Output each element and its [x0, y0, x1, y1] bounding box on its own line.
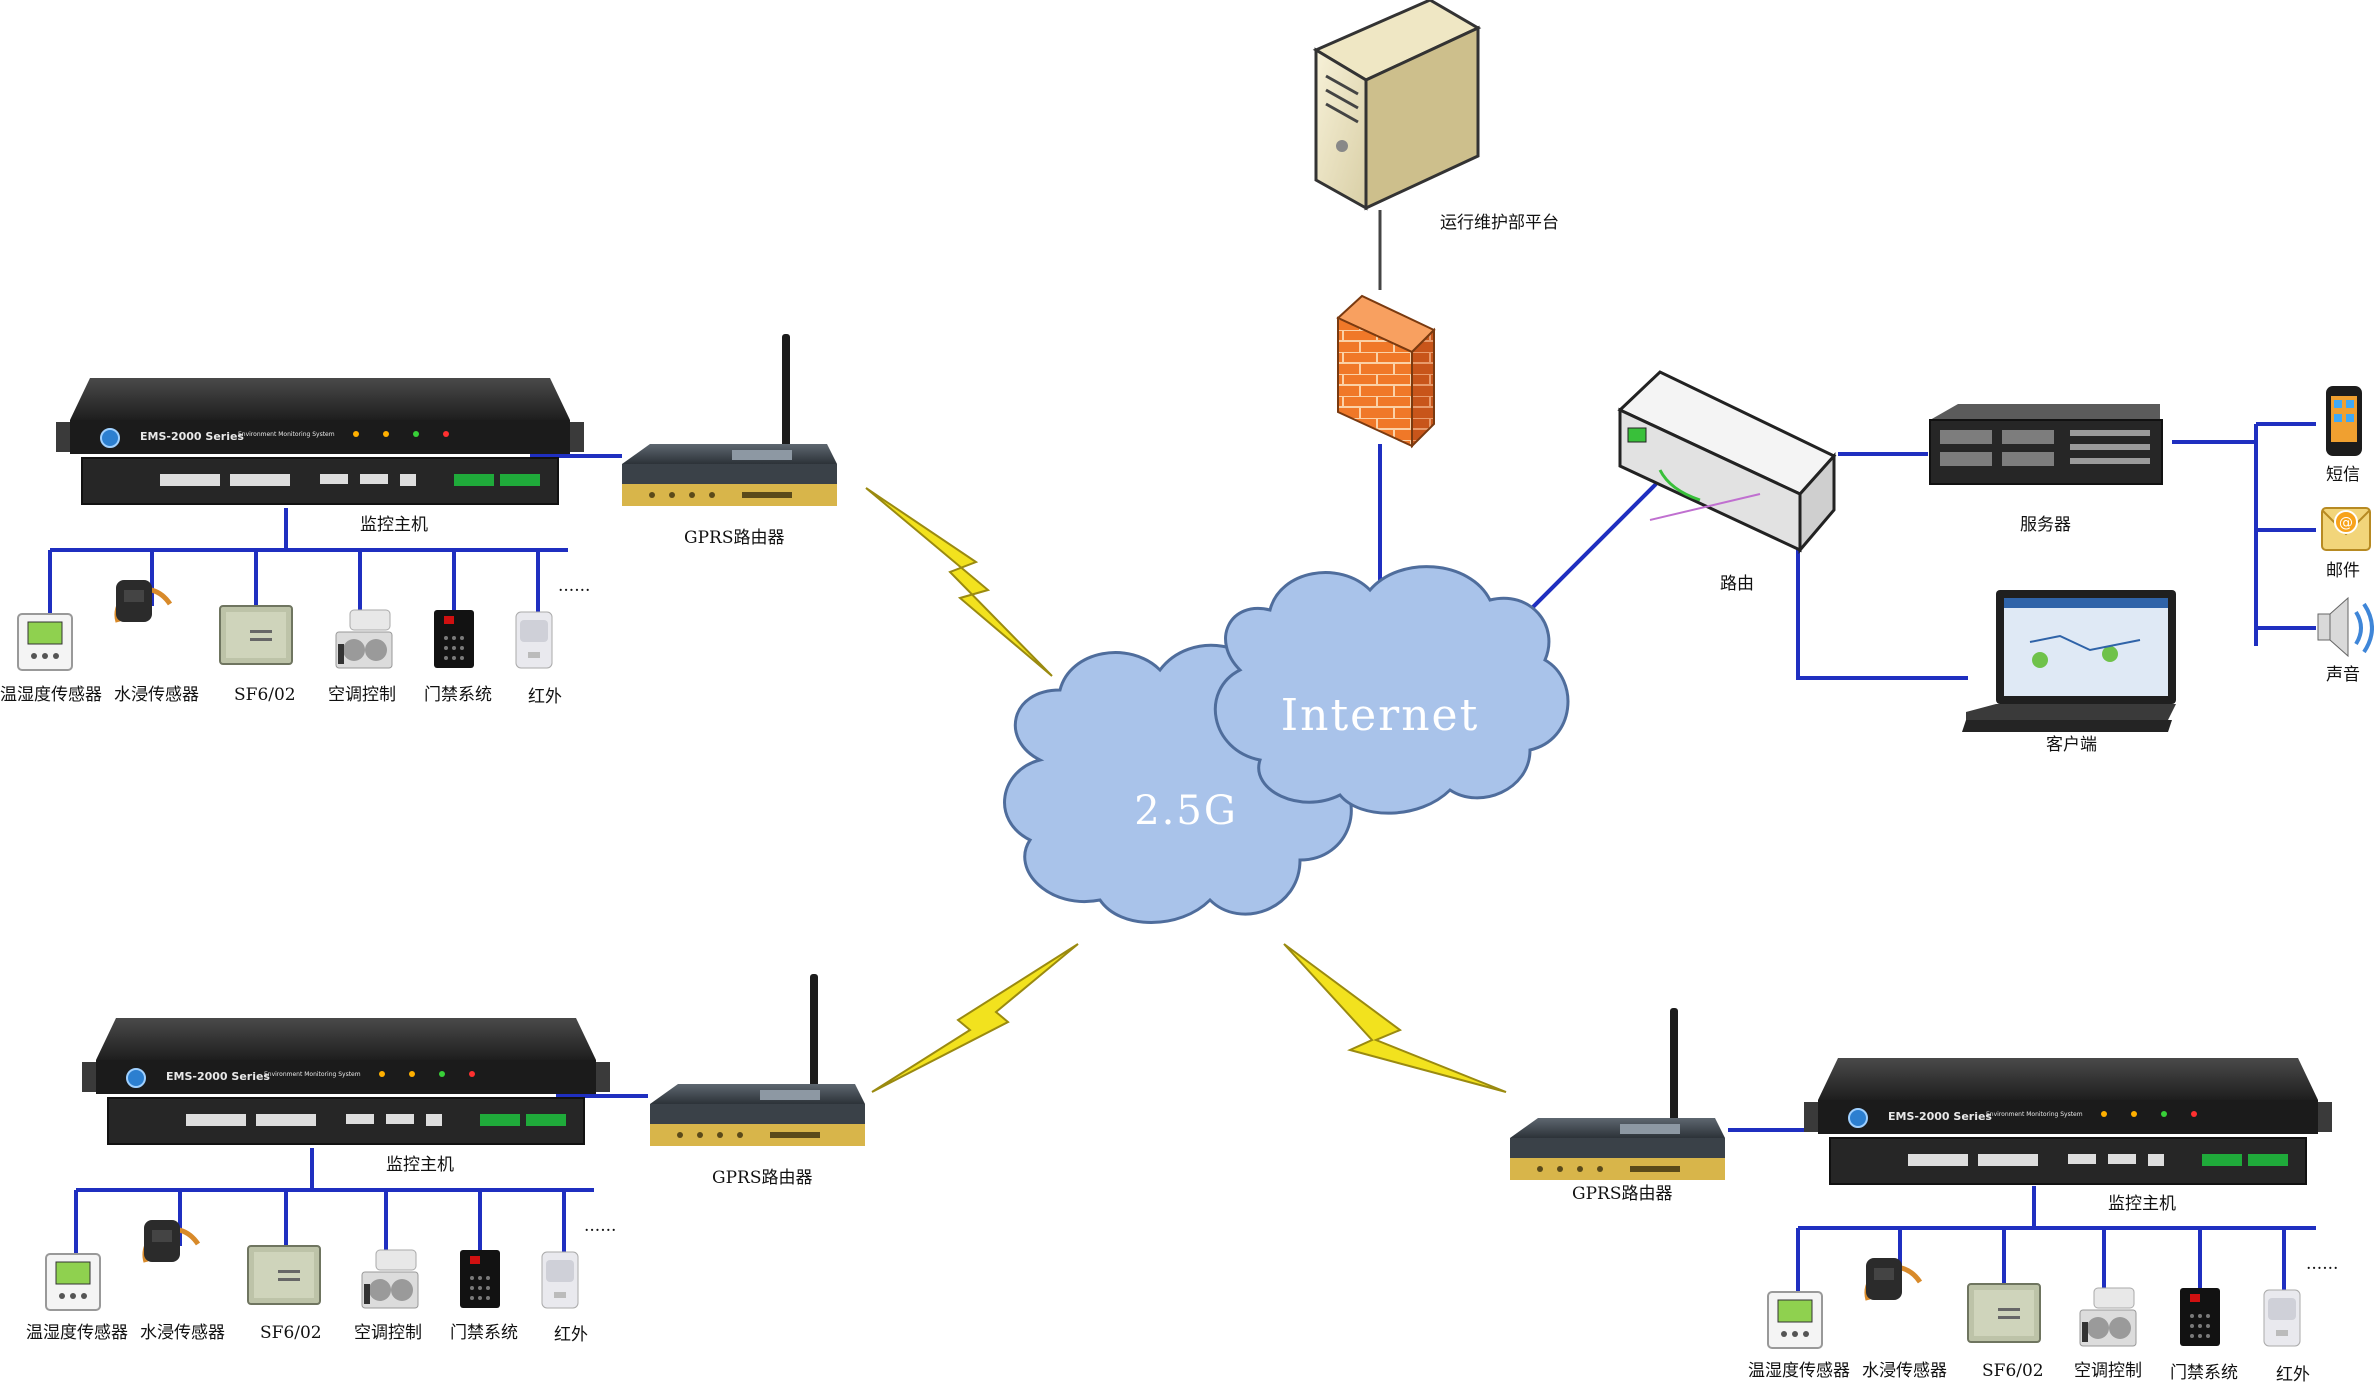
site-2-sensor-label: SF6/02 [260, 1323, 322, 1343]
site-1-water-sensor-icon [116, 580, 170, 622]
mail-icon: @ [2321, 507, 2371, 551]
site-3-host-icon: EMS-2000 Series Environment Monitoring S… [1803, 1057, 2333, 1185]
site-3-more: ...... [2306, 1254, 2338, 1274]
site-1-infrared-icon [515, 611, 553, 669]
site-1-host-label: 监控主机 [360, 515, 428, 535]
site-2-sensor-label: 红外 [554, 1325, 588, 1345]
site-2-sensor-label: 门禁系统 [450, 1323, 518, 1343]
site-3-host-label: 监控主机 [2108, 1194, 2176, 1214]
site-2-infrared-icon [541, 1251, 579, 1309]
firewall-icon [1336, 294, 1436, 449]
site-3-host-brand: EMS-2000 Series [1888, 1110, 1992, 1123]
site-3-sensor-label: 空调控制 [2074, 1361, 2142, 1381]
site-2-host-icon: EMS-2000 Series Environment Monitoring S… [81, 1017, 611, 1145]
site-2-host-sub: Environment Monitoring System [264, 1071, 361, 1078]
phone-icon [2326, 386, 2362, 456]
svg-text:@: @ [2339, 515, 2353, 531]
site-2-gprs-label: GPRS路由器 [712, 1168, 812, 1188]
cloud-internet-label: Internet [1281, 690, 1480, 741]
site-2-sensor-label: 温湿度传感器 [26, 1323, 128, 1343]
site-1-sensor-label: 空调控制 [328, 685, 396, 705]
site-2-sf6-sensor-icon [247, 1245, 321, 1305]
site-1-gprs-label: GPRS路由器 [684, 528, 784, 548]
client-label: 客户端 [2046, 735, 2097, 755]
site-3-gprs-label: GPRS路由器 [1572, 1184, 1672, 1204]
site-2-ac-control-icon [361, 1249, 419, 1309]
platform-label: 运行维护部平台 [1440, 213, 1559, 233]
laptop-client-icon [1962, 590, 2176, 732]
cloud-25g-label: 2.5G [1134, 788, 1238, 834]
site-1-sensor-label: SF6/02 [234, 685, 296, 705]
site-2-sensor-label: 空调控制 [354, 1323, 422, 1343]
site-2-host-brand: EMS-2000 Series [166, 1070, 270, 1083]
site-2-host-label: 监控主机 [386, 1155, 454, 1175]
wireless-bolt-3 [1283, 943, 1507, 1093]
cloud-internet: Internet [1213, 565, 1570, 815]
wireless-links [865, 487, 1507, 1093]
site-1-gprs-icon [622, 334, 837, 506]
site-2-more: ...... [584, 1216, 616, 1236]
site-3-host-sub: Environment Monitoring System [1986, 1111, 2083, 1118]
site-1-sf6-sensor-icon [219, 605, 293, 665]
site-2-door-access-icon [460, 1250, 500, 1308]
sound-label: 声音 [2326, 665, 2360, 685]
site-1-sensor-label: 门禁系统 [424, 685, 492, 705]
mail-label: 邮件 [2326, 561, 2360, 581]
site-1: EMS-2000 Series Environment Monitoring S… [0, 334, 837, 707]
site-2: EMS-2000 Series Environment Monitoring S… [26, 974, 865, 1345]
site-2-gprs-icon [650, 974, 865, 1146]
site-1-ac-control-icon [335, 609, 393, 669]
site-2-temp-sensor-icon [45, 1253, 101, 1311]
site-3-sensor-label: 水浸传感器 [1862, 1361, 1947, 1381]
site-3-infrared-icon [2263, 1289, 2301, 1347]
site-3-water-sensor-icon [1866, 1258, 1920, 1300]
site-3-sensor-label: 温湿度传感器 [1748, 1361, 1850, 1381]
site-1-temp-sensor-icon [17, 613, 73, 671]
site-3-gprs-icon [1510, 1008, 1725, 1180]
sms-label: 短信 [2326, 465, 2360, 485]
site-1-more: ...... [558, 576, 590, 596]
speaker-icon [2317, 596, 2374, 658]
site-1-sensor-label: 红外 [528, 687, 562, 707]
wireless-bolt-1 [865, 487, 1053, 677]
server-label: 服务器 [2020, 515, 2071, 535]
site-3-ac-control-icon [2079, 1287, 2137, 1347]
rack-server-icon [1929, 404, 2163, 485]
site-3-sensor-label: 红外 [2276, 1365, 2310, 1385]
platform-server-icon [1312, 0, 1482, 290]
site-3-sensor-label: 门禁系统 [2170, 1363, 2238, 1383]
site-1-host-brand: EMS-2000 Series [140, 430, 244, 443]
site-3-door-access-icon [2180, 1288, 2220, 1346]
site-1-host-icon: EMS-2000 Series Environment Monitoring S… [55, 377, 585, 505]
site-1-door-access-icon [434, 610, 474, 668]
site-3-sf6-sensor-icon [1967, 1283, 2041, 1343]
router-icon [1617, 370, 1837, 555]
site-3-temp-sensor-icon [1767, 1291, 1823, 1349]
router-label: 路由 [1720, 574, 1754, 594]
site-1-sensor-label: 水浸传感器 [114, 685, 199, 705]
site-2-sensor-label: 水浸传感器 [140, 1323, 225, 1343]
wireless-bolt-2 [871, 943, 1079, 1093]
site-3-sensor-label: SF6/02 [1982, 1361, 2044, 1381]
site-1-sensor-label: 温湿度传感器 [0, 685, 102, 705]
site-1-host-sub: Environment Monitoring System [238, 431, 335, 438]
site-3: GPRS路由器 EMS-2000 Series Environment Moni… [1510, 1008, 2338, 1385]
site-2-water-sensor-icon [144, 1220, 198, 1262]
